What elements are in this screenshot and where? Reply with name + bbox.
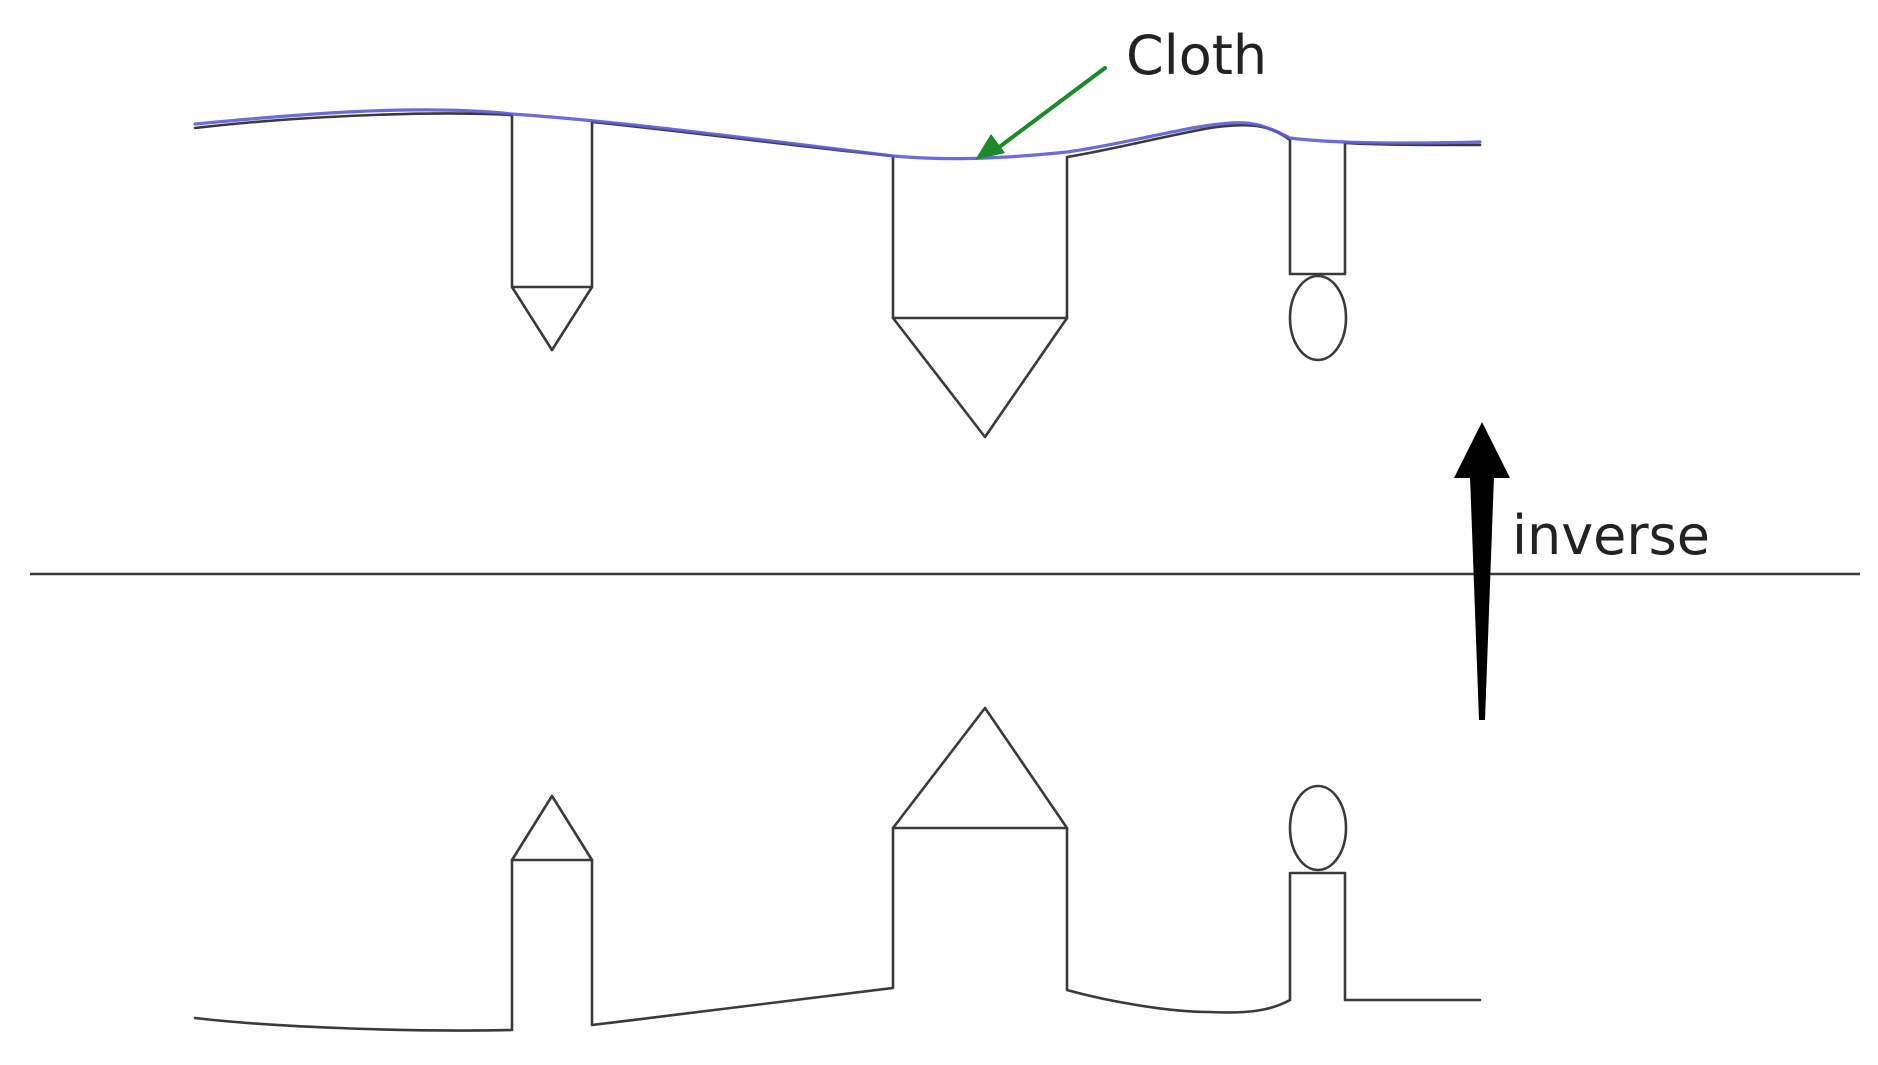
- original-round-top: [1288, 784, 1348, 872]
- inverse-label: inverse: [1512, 504, 1710, 567]
- original-terrain: [193, 706, 1482, 1032]
- cloth-label: Cloth: [1126, 24, 1267, 87]
- original-terrain-baseline: [193, 706, 1482, 1032]
- inverted-terrain-baseline: [193, 112, 1482, 439]
- cloth-pointer-shaft: [996, 66, 1107, 150]
- inverted-round-tip: [1288, 274, 1348, 362]
- cloth-pointer: [975, 66, 1107, 160]
- inverted-terrain: [193, 112, 1482, 439]
- cloth-pointer-head: [975, 134, 1005, 160]
- inverse-arrow-shaft: [1470, 476, 1494, 720]
- cloth-line: [193, 108, 1482, 161]
- inverse-arrow: [1454, 422, 1510, 720]
- inverse-arrow-head: [1454, 422, 1510, 478]
